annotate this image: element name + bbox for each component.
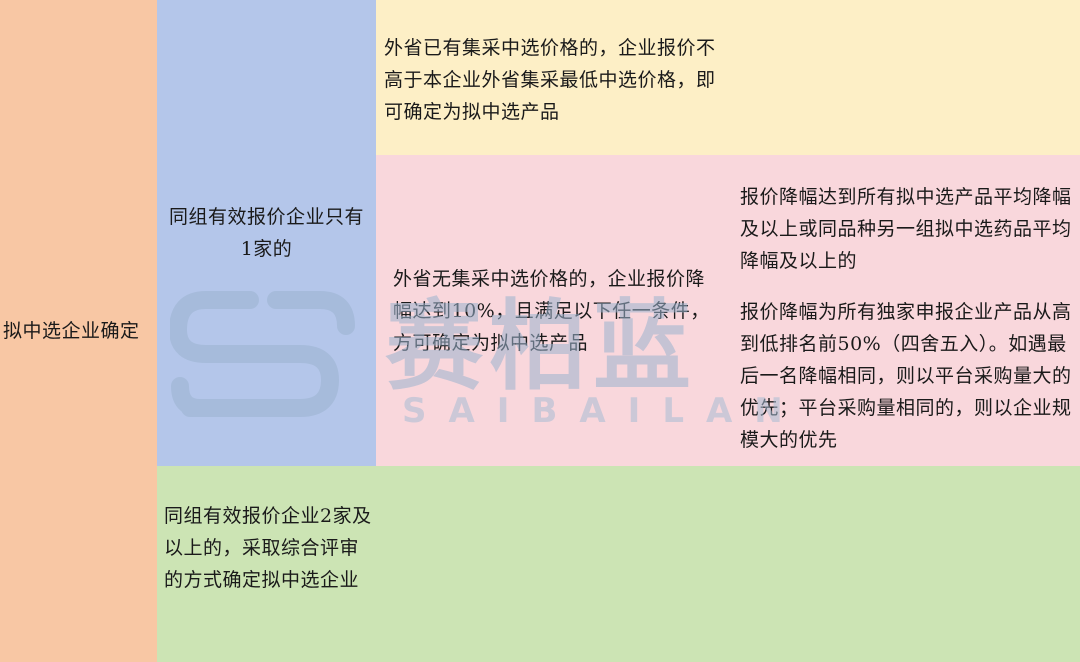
condition-item-average-drop: 报价降幅达到所有拟中选产品平均降幅及以上或同品种另一组拟中选药品平均降幅及以上的 <box>740 186 1072 272</box>
has-provincial-price-text: 外省已有集采中选价格的，企业报价不高于本企业外省集采最低中选价格，即可确定为拟中… <box>384 37 716 123</box>
single-bidder-node: 同组有效报价企业只有1家的 <box>157 0 376 466</box>
root-label: 拟中选企业确定 <box>3 320 140 342</box>
conditions-node: 报价降幅达到所有拟中选产品平均降幅及以上或同品种另一组拟中选药品平均降幅及以上的… <box>726 155 1080 466</box>
multi-bidder-text: 同组有效报价企业2家及以上的，采取综合评审的方式确定拟中选企业 <box>164 505 372 591</box>
no-provincial-price-node: 外省无集采中选价格的，企业报价降幅达到10%，且满足以下任一条件，方可确定为拟中… <box>376 155 726 466</box>
no-provincial-price-text: 外省无集采中选价格的，企业报价降幅达到10%，且满足以下任一条件，方可确定为拟中… <box>393 267 710 354</box>
multi-bidder-node: 同组有效报价企业2家及以上的，采取综合评审的方式确定拟中选企业 <box>157 466 1080 662</box>
has-provincial-price-node: 外省已有集采中选价格的，企业报价不高于本企业外省集采最低中选价格，即可确定为拟中… <box>376 0 1080 155</box>
root-node: 拟中选企业确定 <box>0 0 157 662</box>
single-bidder-label: 同组有效报价企业只有1家的 <box>168 206 364 260</box>
condition-item-top-50-percent: 报价降幅为所有独家申报企业产品从高到低排名前50%（四舍五入）。如遇最后一名降幅… <box>740 301 1072 451</box>
